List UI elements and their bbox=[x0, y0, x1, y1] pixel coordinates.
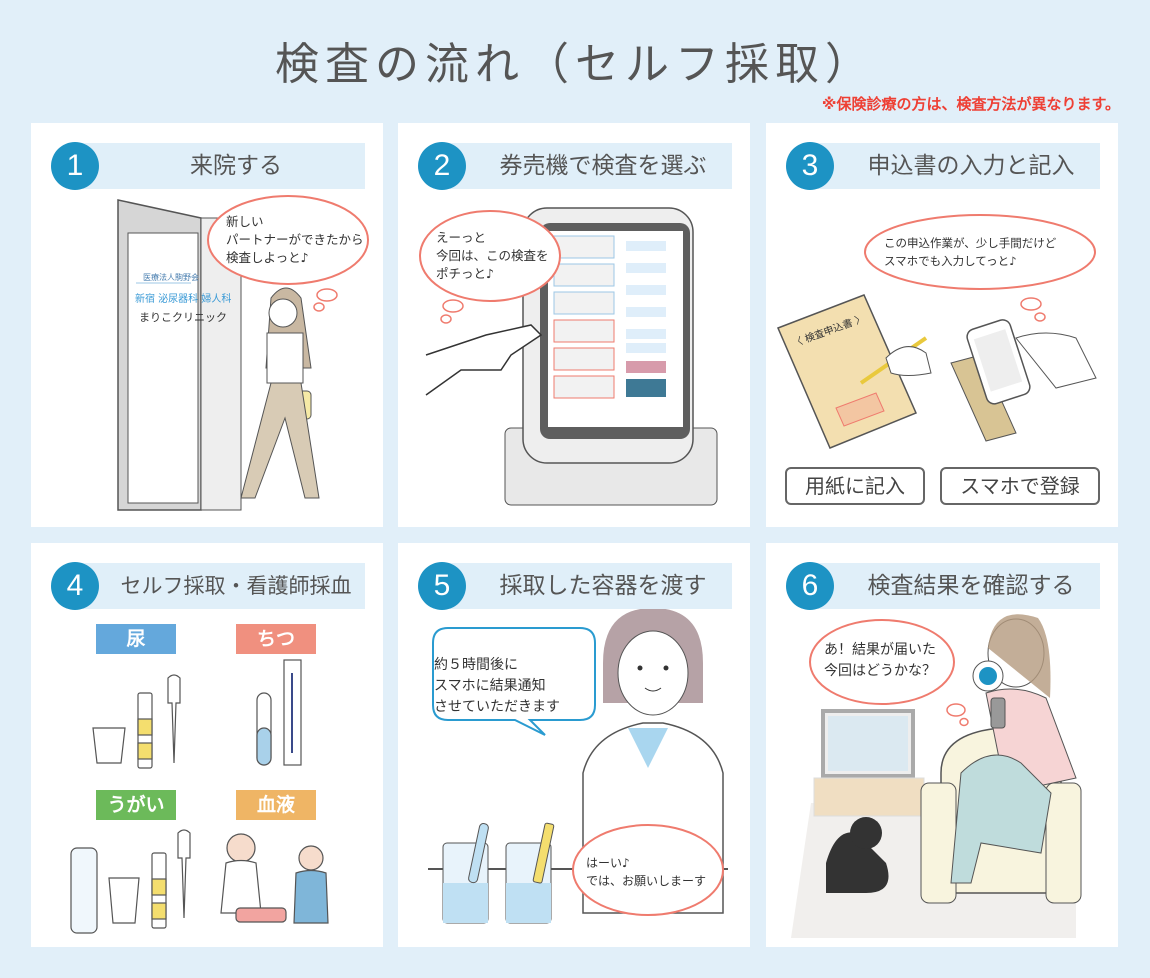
step-1-header: 1 来院する bbox=[51, 142, 365, 190]
step-number-badge: 5 bbox=[418, 562, 466, 610]
step-number-badge: 2 bbox=[418, 142, 466, 190]
step-5-header: 5 採取した容器を渡す bbox=[418, 562, 732, 610]
handover-illustration bbox=[428, 608, 728, 924]
step-4-header: 4 セルフ採取・看護師採血 bbox=[51, 562, 365, 610]
clinic-sign-name: まりこクリニック bbox=[139, 311, 227, 324]
notification-icon bbox=[979, 667, 997, 685]
patient-speech-text: はーい♪ では、お願いしまーす bbox=[586, 856, 707, 888]
step-number-badge: 6 bbox=[786, 562, 834, 610]
clinic-entrance-illustration bbox=[117, 195, 369, 511]
step-number-badge: 3 bbox=[786, 142, 834, 190]
page-title: 検査の流れ（セルフ採取） bbox=[275, 39, 875, 90]
fill-paper-form-label: 用紙に記入 bbox=[785, 467, 925, 505]
clinic-sign-org: 医療法人駒野会 bbox=[143, 273, 199, 282]
application-form-illustration bbox=[777, 214, 1097, 449]
staff-speech-text: 約５時間後に スマホに結果通知 させていただきます bbox=[434, 657, 560, 715]
step-title: セルフ採取・看護師採血 bbox=[120, 574, 352, 598]
step-6-panel: 6 検査結果を確認する あ！結果が届いた 今回はどうかな？ bbox=[766, 543, 1118, 947]
speech-bubble-text: えーっと 今回は、この検査を ポチっと♪ bbox=[436, 230, 549, 281]
step-title: 来院する bbox=[190, 153, 282, 179]
step-2-header: 2 券売機で検査を選ぶ bbox=[418, 142, 732, 190]
urine-tag: 尿 bbox=[96, 624, 176, 654]
step-title: 検査結果を確認する bbox=[867, 573, 1075, 599]
gargle-tag: うがい bbox=[96, 790, 176, 820]
register-by-smartphone-label: スマホで登録 bbox=[940, 467, 1100, 505]
clinic-sign-departments: 新宿 泌尿器科 婦人科 bbox=[135, 294, 232, 305]
step-1-panel: 1 来院する 新しい パートナーができたから 検査しよっと♪ 医療法人駒野会 新… bbox=[31, 123, 383, 527]
speech-bubble-text: 新しい パートナーができたから 検査しよっと♪ bbox=[226, 214, 364, 265]
vaginal-tag: ちつ bbox=[236, 624, 316, 654]
speech-bubble-text: あ！結果が届いた 今回はどうかな？ bbox=[824, 642, 936, 679]
step-title: 券売機で検査を選ぶ bbox=[499, 153, 707, 179]
step-title: 採取した容器を渡す bbox=[499, 573, 707, 599]
step-2-panel: 2 券売機で検査を選ぶ えーっと 今回は、この検査を ポチっと♪ bbox=[398, 123, 750, 527]
insurance-note: ※保険診療の方は、検査方法が異なります。 bbox=[821, 95, 1120, 113]
ticket-kiosk-illustration bbox=[419, 207, 718, 506]
step-4-panel: 4 セルフ採取・看護師採血 尿 ちつ うがい 血液 bbox=[31, 543, 383, 947]
step-3-panel: 3 申込書の入力と記入 この申込作業が、少し手間だけど スマホでも入力してっと♪… bbox=[766, 123, 1118, 527]
sample-kits-illustration bbox=[70, 659, 329, 934]
step-6-header: 6 検査結果を確認する bbox=[786, 562, 1100, 610]
step-number-badge: 1 bbox=[51, 142, 99, 190]
speech-bubble-text: この申込作業が、少し手間だけど スマホでも入力してっと♪ bbox=[884, 236, 1057, 268]
step-5-panel: 5 採取した容器を渡す 約５時間後に スマホに結果通知 させていただきます はー… bbox=[398, 543, 750, 947]
step-3-header: 3 申込書の入力と記入 bbox=[786, 142, 1100, 190]
checking-results-illustration bbox=[791, 614, 1082, 938]
blood-tag: 血液 bbox=[236, 790, 316, 820]
step-number-badge: 4 bbox=[51, 562, 99, 610]
step-title: 申込書の入力と記入 bbox=[867, 153, 1075, 179]
